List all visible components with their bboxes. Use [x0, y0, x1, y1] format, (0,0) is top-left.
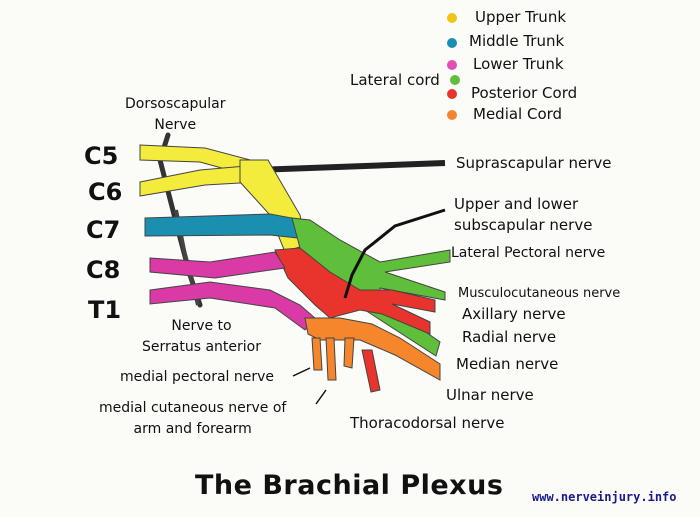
musculocutaneous-label: Musculocutaneous nerve [458, 286, 621, 301]
c8-root-shape [149, 251, 286, 279]
serratus-label: Nerve to Serratus anterior [142, 318, 261, 355]
median-label: Median nerve [456, 355, 559, 373]
lateral-pectoral-label: Lateral Pectoral nerve [451, 245, 606, 261]
lateral-cord-dot [450, 75, 460, 85]
posterior-cord-shape [274, 247, 436, 335]
legend-item-upper-trunk: Upper Trunk [447, 8, 566, 26]
dorsoscapular-label: Dorsoscapular Nerve [125, 96, 226, 133]
thoracodorsal-branch [361, 349, 381, 393]
root-label-c8: C8 [86, 256, 121, 284]
upper-trunk-dot [447, 13, 457, 23]
legend-item-medial-cord: Medial Cord [447, 105, 562, 123]
legend-item-posterior-cord: Posterior Cord [447, 84, 577, 102]
medial-pectoral-label: medial pectoral nerve [120, 369, 275, 385]
posterior-cord-dot [447, 89, 457, 99]
website-link[interactable]: www.nerveinjury.info [532, 490, 677, 504]
ulnar-label: Ulnar nerve [446, 386, 534, 404]
c7-middle-trunk-shape [144, 213, 299, 239]
legend-item-middle-trunk: Middle Trunk [447, 32, 564, 50]
radial-label: Radial nerve [462, 328, 557, 346]
legend-item-lower-trunk: Lower Trunk [447, 55, 564, 73]
lateral-cord-legend: Lateral cord [350, 71, 460, 89]
thoracodorsal-label: Thoracodorsal nerve [350, 414, 505, 432]
middle-trunk-dot [447, 38, 457, 48]
subscapular-label: Upper and lower subscapular nerve [454, 195, 593, 234]
diagram-title: The Brachial Plexus [195, 470, 504, 501]
lower-trunk-dot [447, 60, 457, 70]
medial-cutaneous-branch [325, 337, 337, 381]
root-label-c5: C5 [84, 142, 119, 170]
suprascapular-nerve-line [254, 160, 446, 173]
ulnar-branch [343, 337, 355, 369]
root-label-c7: C7 [86, 216, 121, 244]
root-label-c6: C6 [88, 178, 123, 206]
medial-pectoral-branch [311, 337, 323, 371]
subscapular-pointer [343, 208, 446, 299]
medial-cord-dot [447, 110, 457, 120]
medial-cutaneous-label: medial cutaneous nerve of arm and forear… [99, 400, 287, 437]
medial-pectoral-pointer [292, 367, 311, 377]
suprascapular-label: Suprascapular nerve [456, 154, 612, 172]
axillary-label: Axillary nerve [462, 305, 566, 323]
medial-cutaneous-pointer [315, 389, 327, 405]
root-label-t1: T1 [88, 296, 122, 324]
